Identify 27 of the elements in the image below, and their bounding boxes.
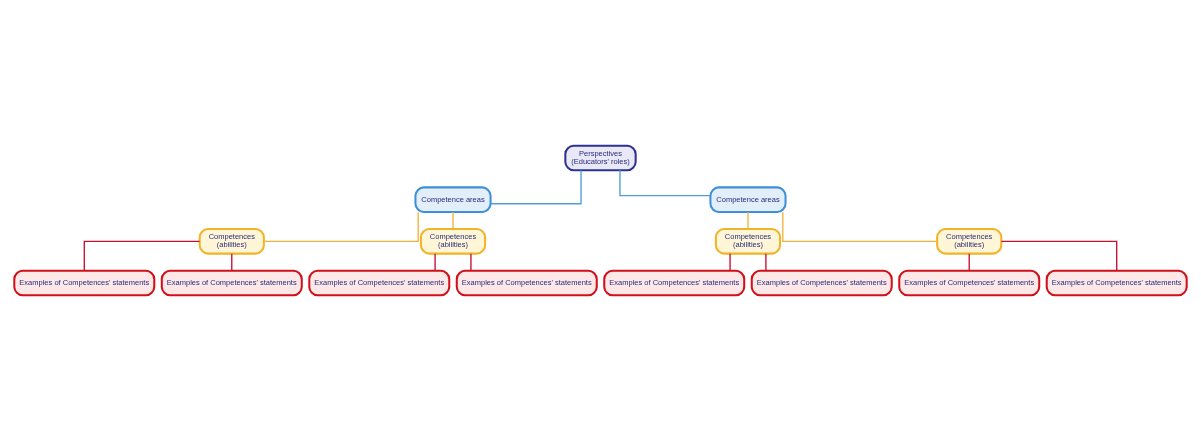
node-box: Examples of Competences' statements xyxy=(750,269,893,297)
node-box: Competence areas xyxy=(414,186,492,213)
connector xyxy=(1000,240,1118,272)
node-box: Examples of Competences' statements xyxy=(898,269,1041,297)
node-box: Perspectives (Educators' roles) xyxy=(564,144,637,172)
node-box: Examples of Competences' statements xyxy=(308,269,451,297)
connector xyxy=(83,240,201,272)
node-box: Competences (abilities) xyxy=(198,228,265,255)
node-box: Examples of Competences' statements xyxy=(455,269,598,297)
node-box: Competences (abilities) xyxy=(419,228,487,255)
node-box: Examples of Competences' statements xyxy=(13,269,156,297)
node-box: Competences (abilities) xyxy=(936,228,1003,255)
connector xyxy=(729,253,731,272)
connector xyxy=(434,253,436,272)
connector xyxy=(765,253,767,272)
connector xyxy=(782,211,938,242)
node-box: Examples of Competences' statements xyxy=(603,269,746,297)
connector xyxy=(452,211,454,230)
node-box: Examples of Competences' statements xyxy=(1045,269,1188,297)
connector xyxy=(619,169,711,197)
connector xyxy=(747,211,749,230)
node-box: Competence areas xyxy=(709,186,787,213)
connector xyxy=(470,253,472,272)
node-box: Examples of Competences' statements xyxy=(160,269,303,297)
connector xyxy=(490,169,582,205)
node-box: Competences (abilities) xyxy=(714,228,782,255)
connector xyxy=(263,211,419,242)
